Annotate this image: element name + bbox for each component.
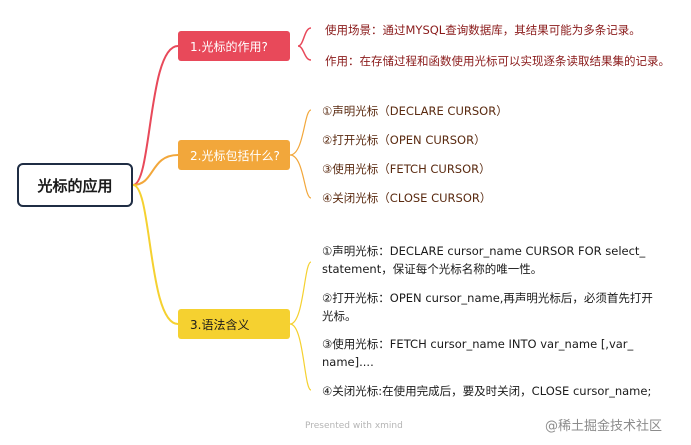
leaf-2-4[interactable]: ④关闭光标（CLOSE CURSOR）	[322, 191, 492, 205]
leaf-3-3-line-1[interactable]: ③使用光标：FETCH cursor_name INTO var_name [,…	[322, 337, 634, 351]
branch-node-3[interactable]: 3.语法含义	[178, 309, 290, 339]
leaf-2-1[interactable]: ①声明光标（DECLARE CURSOR）	[322, 104, 508, 118]
root-node[interactable]: 光标的应用	[17, 163, 133, 207]
site-watermark: @稀土掘金技术社区	[545, 419, 663, 434]
leaf-1-2[interactable]: 作用：在存储过程和函数使用光标可以实现逐条读取结果集的记录。	[325, 54, 670, 68]
leaf-3-3-line-2: name]....	[322, 355, 374, 369]
connector-root-to-branch-3	[132, 184, 179, 325]
connector-root-to-branch-2	[132, 154, 179, 186]
bracket-branch-2	[289, 109, 312, 199]
leaf-3-1-line-2: statement，保证每个光标名称的唯一性。	[322, 262, 543, 276]
connector-root-to-branch-1	[132, 45, 179, 186]
leaf-3-2-line-1[interactable]: ②打开光标：OPEN cursor_name,再声明光标后，必须首先打开	[322, 291, 653, 305]
leaf-2-3[interactable]: ③使用光标（FETCH CURSOR）	[322, 162, 491, 176]
bracket-branch-3	[289, 261, 312, 391]
leaf-3-1-line-1[interactable]: ①声明光标：DECLARE cursor_name CURSOR FOR sel…	[322, 244, 646, 258]
bracket-branch-1	[297, 27, 312, 61]
leaf-2-2[interactable]: ②打开光标（OPEN CURSOR）	[322, 133, 486, 147]
branch-node-2[interactable]: 2.光标包括什么?	[178, 140, 290, 170]
leaf-3-4-line-1[interactable]: ④关闭光标:在使用完成后，要及时关闭，CLOSE cursor_name;	[322, 384, 652, 398]
leaf-1-1[interactable]: 使用场景：通过MYSQL查询数据库，其结果可能为多条记录。	[325, 23, 641, 37]
branch-node-1[interactable]: 1.光标的作用?	[178, 31, 290, 61]
presented-with-xmind: Presented with xmind	[305, 421, 403, 431]
leaf-3-2-line-2: 光标。	[322, 309, 357, 323]
